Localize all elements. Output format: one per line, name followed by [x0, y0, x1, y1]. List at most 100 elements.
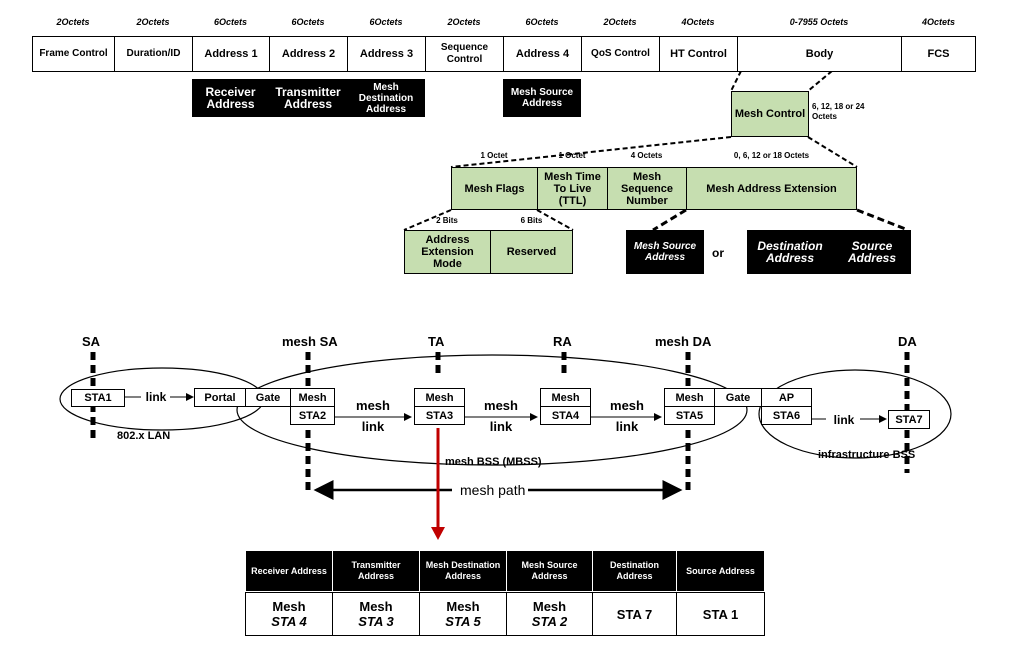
octet-label: 6Octets [291, 17, 325, 27]
address-extension-mode-field: Address Extension Mode [404, 230, 491, 274]
infra-ellipse [758, 369, 952, 459]
octet-label: 0, 6, 12 or 18 Octets [733, 151, 810, 160]
field-frame-control: Frame Control [32, 36, 115, 72]
field-ht-control: HT Control [659, 36, 738, 72]
octet-label: 6Octets [369, 17, 403, 27]
sta4-node: STA4 [540, 406, 591, 425]
bits-label: 2 Bits [436, 216, 458, 225]
octet-label: 2Octets [603, 17, 637, 27]
expand-line [403, 209, 452, 231]
sta1-node: STA1 [71, 389, 125, 407]
mesh-control-size: 6, 12, 18 or 24 Octets [812, 102, 865, 121]
cell-line: Mesh [532, 599, 567, 614]
field-address-2: Address 2 [269, 36, 348, 72]
sta6-node: STA6 [761, 406, 812, 425]
octet-label: 0-7955 Octets [789, 17, 849, 27]
ap-node: AP [761, 388, 812, 407]
table-cell: STA 7 [592, 592, 677, 636]
field-address-1: Address 1 [192, 36, 270, 72]
mesh-path-label: mesh path [460, 482, 526, 498]
cell-line: STA 7 [616, 606, 653, 622]
octet-label: 1 Octet [558, 151, 586, 160]
mesh-node-label: Mesh [664, 388, 715, 407]
cell-line: STA 1 [702, 606, 739, 622]
expand-line [807, 136, 858, 168]
octet-label: 4 Octets [630, 151, 663, 160]
sta5-node: STA5 [664, 406, 715, 425]
link-label: link [833, 413, 855, 427]
field-sequence-control: Sequence Control [425, 36, 504, 72]
mesh-link-label: mesh [356, 398, 390, 413]
mesh-link-label: link [615, 419, 639, 434]
table-cell: Mesh STA 3 [332, 592, 420, 636]
ra-label: RA [553, 334, 572, 349]
bits-label: 6 Bits [520, 216, 543, 225]
table-header: Receiver Address [245, 550, 333, 592]
gate-node: Gate [245, 388, 291, 407]
table-cell: STA 1 [676, 592, 765, 636]
cell-line: STA 2 [531, 614, 568, 629]
expand-line [730, 70, 742, 92]
mesh-sequence-number-field: Mesh Sequence Number [607, 167, 687, 210]
lan-label: 802.x LAN [117, 430, 171, 442]
octet-label: 6Octets [525, 17, 559, 27]
cell-line: STA 4 [271, 614, 307, 629]
field-fcs: FCS [901, 36, 976, 72]
portal-node: Portal [194, 388, 246, 407]
sta7-node: STA7 [888, 410, 930, 429]
table-cell: Mesh STA 5 [419, 592, 507, 636]
gate-node: Gate [714, 388, 762, 407]
ext-mesh-source-address: Mesh Source Address [626, 230, 704, 274]
expand-line [536, 209, 574, 231]
mesh-node-label: Mesh [414, 388, 465, 407]
table-header: Source Address [676, 550, 765, 592]
ext-destination-address: Destination Address [747, 230, 833, 274]
table-header: Mesh Source Address [506, 550, 593, 592]
mesh-link-label: mesh [484, 398, 518, 413]
mesh-node-label: Mesh [540, 388, 591, 407]
mesh-destination-address-role: Mesh Destination Address [347, 79, 425, 117]
cell-line: STA 5 [445, 614, 481, 629]
mesh-flags-field: Mesh Flags [451, 167, 538, 210]
cell-line: Mesh [272, 599, 306, 614]
mesh-da-label: mesh DA [655, 334, 712, 349]
mesh-control-box: Mesh Control [731, 91, 809, 137]
expand-line [807, 70, 833, 92]
octet-label: 2Octets [56, 17, 90, 27]
cell-line: STA 3 [358, 614, 394, 629]
octet-label: 6Octets [213, 17, 248, 27]
mesh-address-extension-field: Mesh Address Extension [686, 167, 857, 210]
table-cell: Mesh STA 4 [245, 592, 333, 636]
mesh-link-label: link [489, 419, 513, 434]
mesh-ttl-field: Mesh Time To Live (TTL) [537, 167, 608, 210]
infra-label: infrastructure BSS [818, 449, 916, 461]
mesh-link-label: mesh [610, 398, 644, 413]
ext-source-address: Source Address [833, 230, 911, 274]
mesh-sa-label: mesh SA [282, 334, 338, 349]
octet-label: 1 Octet [480, 151, 508, 160]
da-label: DA [898, 334, 917, 349]
table-header: Transmitter Address [332, 550, 420, 592]
sa-label: SA [82, 334, 101, 349]
mesh-source-address-role: Mesh Source Address [503, 79, 581, 117]
sta3-node: STA3 [414, 406, 465, 425]
link-label: link [145, 390, 167, 404]
table-header: Destination Address [592, 550, 677, 592]
expand-line [450, 136, 732, 168]
field-duration-id: Duration/ID [114, 36, 193, 72]
field-body: Body [737, 36, 902, 72]
or-label: or [712, 246, 724, 260]
cell-line: Mesh [446, 599, 480, 614]
expand-line [856, 208, 909, 232]
mesh-node-label: Mesh [290, 388, 335, 407]
mbss-label: mesh BSS (MBSS) [445, 456, 542, 468]
expand-line [652, 208, 687, 232]
table-cell: Mesh STA 2 [506, 592, 593, 636]
table-header: Mesh Destination Address [419, 550, 507, 592]
field-address-3: Address 3 [347, 36, 426, 72]
receiver-address-role: Receiver Address [192, 79, 269, 117]
cell-line: Mesh [359, 599, 393, 614]
field-address-4: Address 4 [503, 36, 582, 72]
octet-label: 4Octets [681, 17, 715, 27]
